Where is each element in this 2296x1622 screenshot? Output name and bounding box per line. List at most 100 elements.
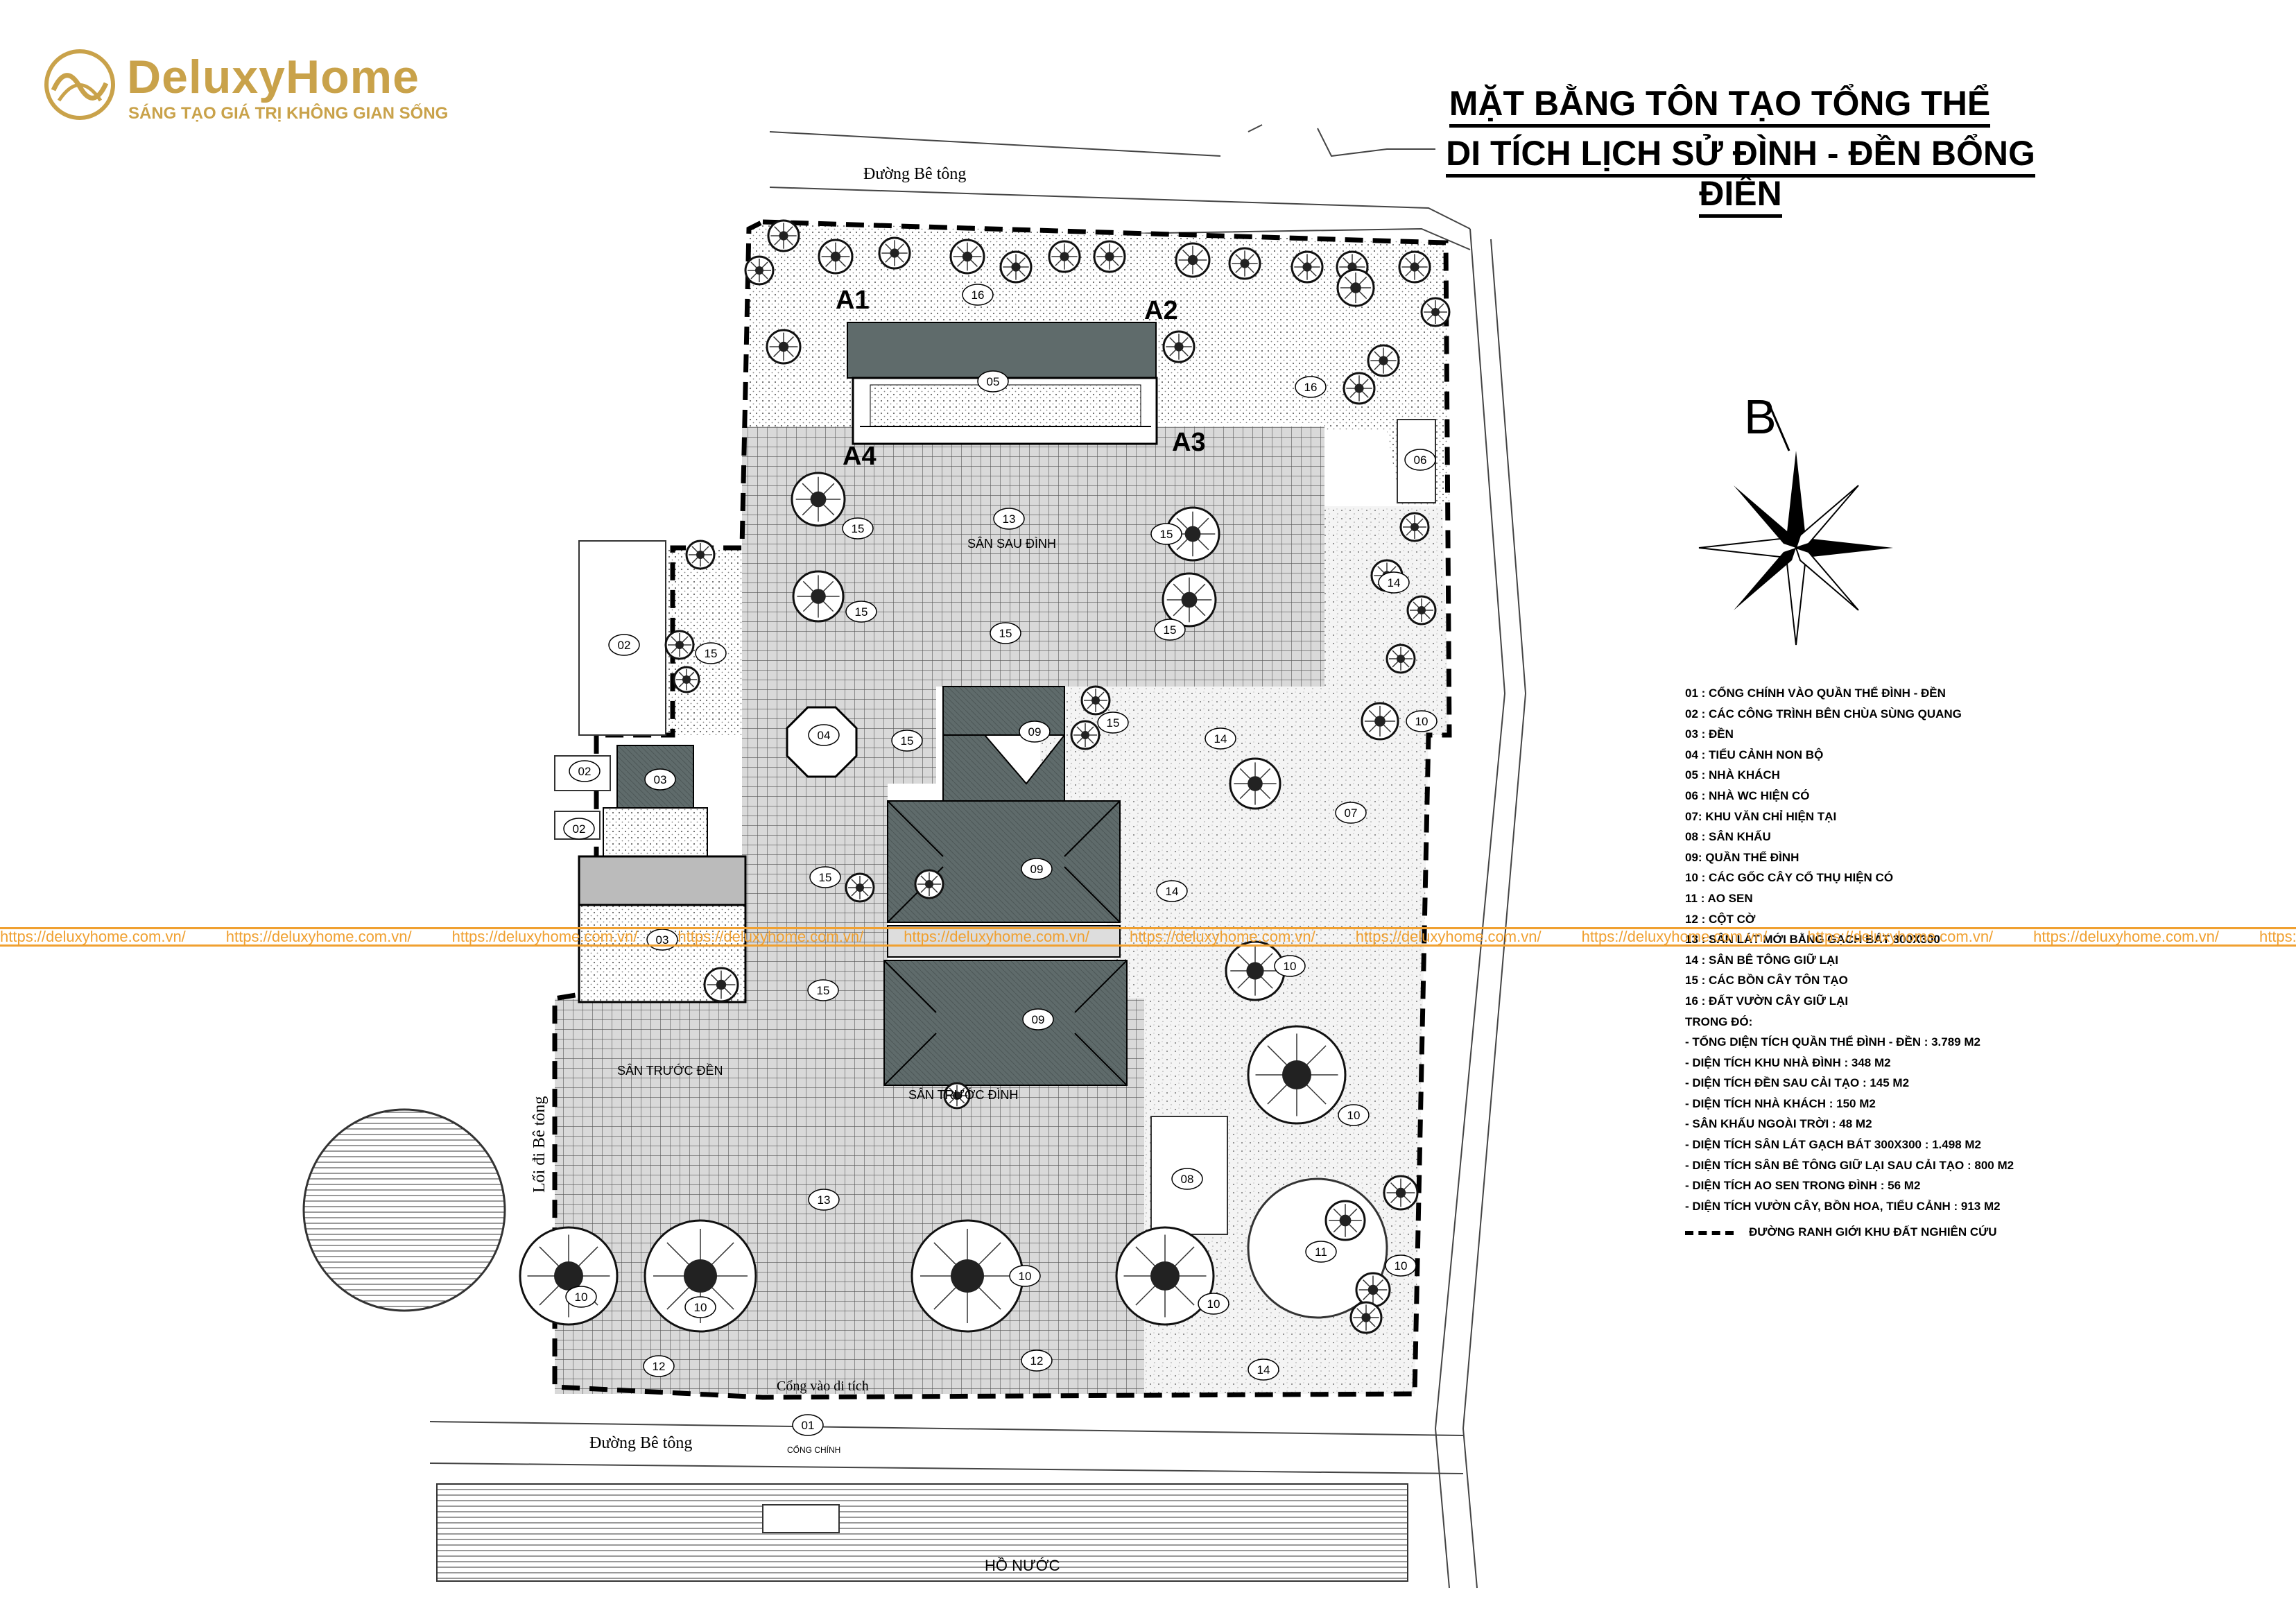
legend-area: - DIỆN TÍCH SÂN BÊ TÔNG GIỮ LẠI SAU CẢI … (1685, 1158, 2014, 1172)
svg-text:15: 15 (852, 522, 865, 535)
svg-text:15: 15 (1160, 528, 1173, 541)
watermark-text: https://deluxyhome.com.vn/ (1129, 928, 1315, 945)
marker-15: 15 (845, 601, 877, 623)
tree-icon (1386, 644, 1416, 674)
marker-05: 05 (977, 370, 1009, 392)
marker-08: 08 (1171, 1168, 1203, 1190)
marker-02: 02 (563, 818, 595, 840)
tree-icon (744, 255, 775, 286)
legend-panel: 01 : CỔNG CHÍNH VÀO QUẦN THỂ ĐÌNH - ĐỀN 0… (1685, 683, 2115, 1243)
marker-03: 03 (644, 768, 676, 791)
tree-icon (644, 1219, 757, 1333)
marker-15: 15 (842, 517, 874, 540)
legend-item: 15 : CÁC BỒN CÂY TÔN TẠO (1685, 974, 1848, 987)
marker-14: 14 (1156, 880, 1188, 902)
legend-item: 05 : NHÀ KHÁCH (1685, 768, 1780, 782)
tree-icon (1048, 240, 1081, 273)
svg-text:03: 03 (656, 933, 669, 947)
legend-area: - DIỆN TÍCH KHU NHÀ ĐÌNH : 348 M2 (1685, 1055, 1891, 1069)
tree-icon (1093, 240, 1126, 273)
temple-03 (578, 745, 747, 1003)
legend-boundary: ĐƯỜNG RANH GIỚI KHU ĐẤT NGHIÊN CỨU (1685, 1222, 2115, 1243)
legend-item: 07: KHU VĂN CHỈ HIỆN TẠI (1685, 809, 1837, 823)
back-yard-tiled (742, 426, 1324, 687)
title-line-2: DI TÍCH LỊCH SỬ ĐÌNH - ĐỀN BỔNG ĐIỀN (1428, 133, 2053, 218)
svg-text:10: 10 (1284, 960, 1297, 973)
svg-text:04: 04 (818, 729, 831, 742)
svg-text:10: 10 (694, 1301, 707, 1314)
site-boundary (552, 219, 1452, 1400)
legend-item: 06 : NHÀ WC HIỆN CÓ (1685, 788, 1810, 802)
tree-icon (818, 239, 854, 275)
svg-text:09: 09 (1032, 1013, 1045, 1026)
tree-icon (685, 540, 716, 570)
legend-area: - DIỆN TÍCH VƯỜN CÂY, BỒN HOA, TIỂU CẢNH… (1685, 1199, 2001, 1213)
svg-text:06: 06 (1414, 454, 1427, 467)
svg-text:15: 15 (901, 734, 914, 748)
legend-area: - DIỆN TÍCH ĐỀN SAU CẢI TẠO : 145 M2 (1685, 1076, 1910, 1090)
svg-text:03: 03 (654, 773, 667, 786)
svg-text:13: 13 (1003, 512, 1016, 526)
deluxyhome-logo: DeluxyHome SÁNG TẠO GIÁ TRỊ KHÔNG GIAN S… (38, 49, 448, 132)
watermark-text: https://deluxyhome.com.vn/ (2033, 928, 2219, 945)
pond-label: HỒ NƯỚC (985, 1557, 1060, 1574)
marker-02: 02 (608, 634, 640, 656)
point-a3: A3 (1172, 428, 1206, 457)
marker-16: 16 (962, 284, 994, 306)
circular-structure-02 (302, 1108, 506, 1312)
marker-10: 10 (1406, 710, 1438, 732)
svg-text:12: 12 (1030, 1354, 1044, 1368)
point-a4: A4 (843, 442, 877, 471)
tree-icon (791, 472, 846, 527)
tree-icon (1367, 344, 1400, 377)
yard-front-temple-label: SÂN TRƯỚC ĐỀN (617, 1063, 723, 1078)
marker-15: 15 (809, 866, 841, 888)
tree-icon (1165, 506, 1220, 562)
svg-text:10: 10 (1207, 1297, 1220, 1311)
svg-text:16: 16 (972, 288, 985, 302)
yard-front-dinh-label: SÂN TRƯỚC ĐÌNH (908, 1087, 1018, 1102)
tree-icon (664, 630, 695, 660)
south-road (429, 1421, 1464, 1474)
tree-icon (1383, 1175, 1419, 1211)
marker-10: 10 (1385, 1254, 1417, 1277)
tree-icon (1398, 250, 1431, 284)
svg-text:15: 15 (819, 871, 832, 884)
east-road (1434, 228, 1527, 1589)
legend-item: 13 : SÂN LÁT MỚI BẰNG GẠCH BÁT 300X300 (1685, 933, 1940, 947)
marker-15: 15 (695, 642, 727, 664)
watermark-strip: https://deluxyhome.com.vn/https://deluxy… (0, 927, 2296, 947)
watermark-text: https://deluxyhome.com.vn/ (1581, 928, 1768, 945)
tree-icon (1080, 685, 1111, 716)
tree-icon (1247, 1025, 1347, 1125)
tree-icon (1343, 372, 1376, 405)
legend-item: 16 : ĐẤT VƯỜN CÂY GIỮ LẠI (1685, 994, 1849, 1008)
watermark-text: https://deluxyhome.com.vn/ (1355, 928, 1542, 945)
marker-10: 10 (565, 1286, 597, 1308)
tree-icon (1070, 720, 1100, 750)
svg-text:14: 14 (1388, 576, 1401, 589)
legend-item: 14 : SÂN BÊ TÔNG GIỮ LẠI (1685, 953, 1838, 967)
lane-left-label: Lối đi Bê tông (530, 1096, 549, 1193)
legend-item: 08 : SÂN KHẤU (1685, 830, 1771, 844)
point-a1: A1 (836, 286, 870, 315)
marker-10: 10 (1198, 1293, 1229, 1315)
marker-15: 15 (891, 730, 923, 752)
legend-item: 03 : ĐỀN (1685, 727, 1734, 741)
svg-text:10: 10 (1347, 1109, 1361, 1122)
marker-15: 15 (990, 622, 1021, 644)
compass-letter: B (1744, 390, 1777, 444)
tree-icon (1406, 595, 1437, 625)
marker-07: 07 (1335, 802, 1367, 824)
svg-text:02: 02 (573, 822, 586, 836)
marker-16: 16 (1295, 376, 1327, 398)
legend-item: 01 : CỔNG CHÍNH VÀO QUẦN THỂ ĐÌNH - ĐỀN (1685, 687, 1946, 700)
tree-icon (1420, 297, 1451, 327)
plan-text: Đường Bê tông Đường Bê tông Lối đi Bê tô… (530, 165, 1206, 1574)
watermark-text: https://deluxyhome.com.vn/ (2259, 928, 2296, 945)
brand-slogan: SÁNG TẠO GIÁ TRỊ KHÔNG GIAN SỐNG (128, 104, 449, 123)
legend-item: 04 : TIỂU CẢNH NON BỘ (1685, 748, 1824, 761)
marker-14: 14 (1205, 727, 1236, 750)
legend-item: 11 : AO SEN (1685, 891, 1753, 905)
